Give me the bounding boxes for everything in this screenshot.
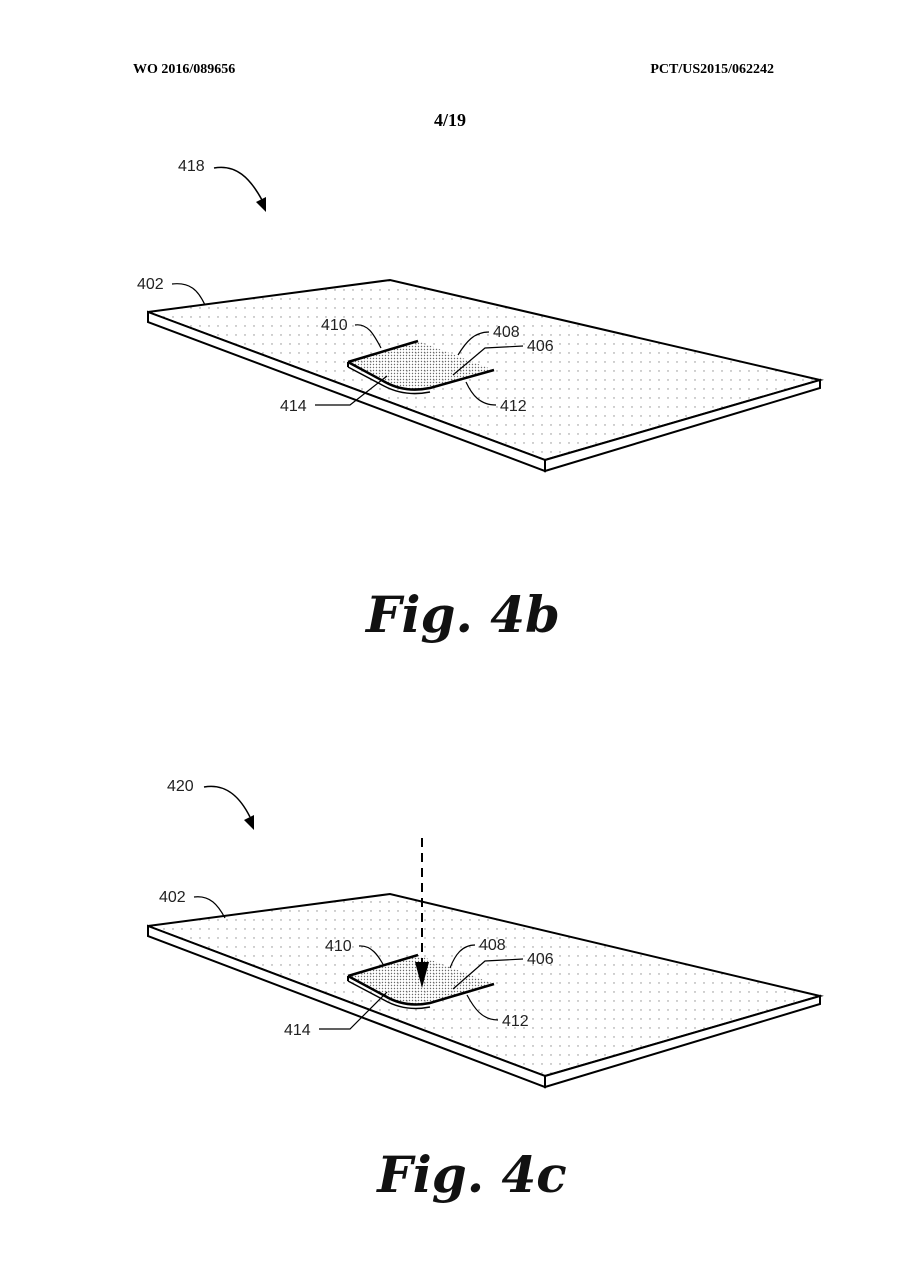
label-corner-b: 412 (500, 398, 527, 415)
leader-line (449, 944, 476, 969)
figure-4c: 420 402 410 408 406 412 41 (147, 778, 824, 1204)
label-assembly: 420 (167, 778, 194, 795)
label-plate: 402 (159, 889, 186, 906)
sheet-number: 4/19 (433, 110, 466, 130)
figure-caption: Fig. 4b (364, 585, 560, 644)
application-number: PCT/US2015/062242 (650, 62, 774, 77)
plate (147, 278, 824, 473)
figure-4b: 418 402 410 408 406 412 414 (137, 158, 824, 644)
arrow-head-icon (415, 962, 429, 988)
label-pad: 408 (479, 937, 506, 954)
figure-caption: Fig. 4c (375, 1145, 567, 1204)
label-pad: 408 (493, 324, 520, 341)
leader-line (315, 375, 388, 406)
leader-line (452, 958, 524, 990)
label-edge-a: 410 (321, 317, 348, 334)
leader-line (213, 166, 263, 201)
label-plate: 402 (137, 276, 164, 293)
arrow-head-icon (244, 815, 254, 830)
label-corner-a: 414 (284, 1022, 311, 1039)
plate (147, 892, 824, 1089)
leader-line (457, 331, 490, 356)
leader-line (203, 785, 251, 818)
leader-line (319, 991, 388, 1030)
arrow-head-icon (256, 197, 266, 212)
leader-line (465, 381, 497, 406)
label-corner-b: 412 (502, 1013, 529, 1030)
leader-line (354, 324, 382, 349)
leader-line (171, 283, 206, 306)
leader-line (193, 896, 226, 919)
label-edge-b: 406 (527, 951, 554, 968)
leader-line (452, 345, 524, 376)
label-assembly: 418 (178, 158, 205, 175)
leader-line (358, 945, 385, 967)
label-corner-a: 414 (280, 398, 307, 415)
label-edge-a: 410 (325, 938, 352, 955)
label-edge-b: 406 (527, 338, 554, 355)
publication-number: WO 2016/089656 (133, 62, 236, 77)
leader-line (466, 994, 499, 1021)
